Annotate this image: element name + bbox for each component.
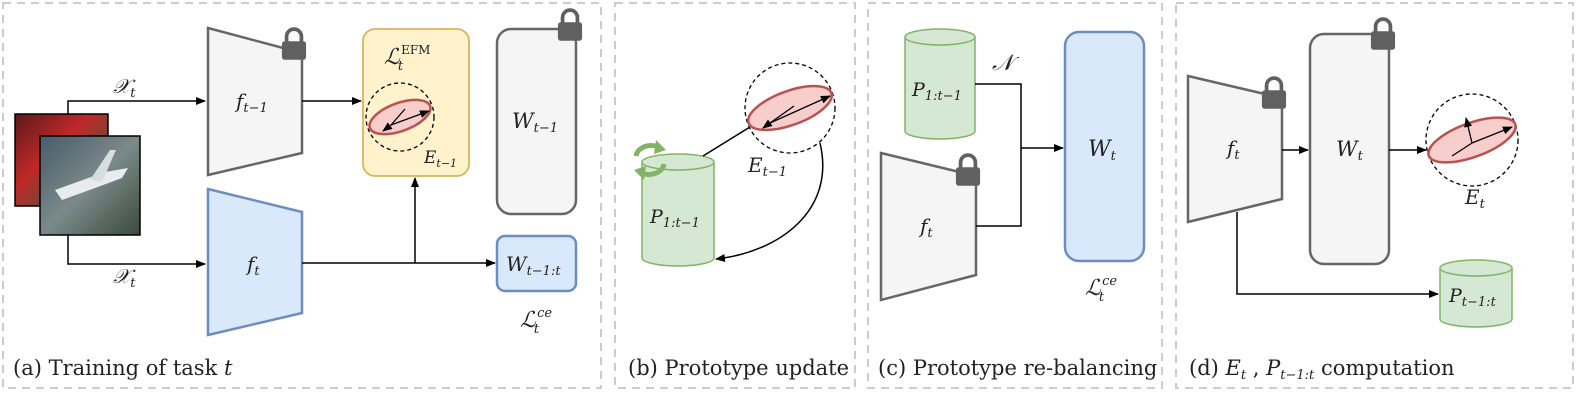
ellipse-axis-minor	[1464, 117, 1473, 144]
classifier-label: Wt	[1088, 137, 1117, 164]
ellipse-boundary	[365, 82, 435, 152]
prototype-ellipse-label: Et−1	[747, 153, 787, 180]
efm-loss-label: ℒtEFM	[384, 43, 430, 74]
ellipse-axis-minor-b	[1451, 142, 1473, 157]
lock-icon	[557, 8, 583, 42]
airplane-shape	[55, 168, 128, 200]
ellipse-axis-major	[1471, 126, 1513, 144]
ellipse-boundary	[1425, 93, 1519, 187]
noise-label: 𝒩	[992, 51, 1020, 76]
arrow-input-top	[67, 97, 206, 114]
lock-icon	[281, 27, 307, 61]
classifier-old	[495, 27, 578, 216]
efm-ellipse-label: Et−1	[423, 148, 457, 170]
prototype-store	[904, 37, 976, 140]
input-label-bottom: 𝒳t	[113, 264, 136, 291]
prototype-store	[641, 162, 715, 267]
lock-icon	[955, 153, 981, 187]
input-images	[14, 113, 141, 236]
panel-c-border	[867, 2, 1163, 389]
ce-loss-label: ℒtce	[520, 306, 552, 337]
encoder	[1186, 74, 1284, 224]
panel-d: ft Wt Et Pt−1:t (d) Et , Pt−1:t computat…	[1186, 17, 1519, 383]
connector-merge	[975, 83, 1022, 227]
encoder	[879, 151, 978, 302]
classifier-new-label: Wt−1:t	[506, 252, 561, 279]
refresh-icon-arrow-b	[634, 166, 646, 180]
arrow-encoder-to-prototype	[1236, 212, 1439, 298]
caption-d: (d) Et , Pt−1:t computation	[1189, 356, 1455, 383]
panel-borders	[2, 2, 1574, 389]
panel-b-border	[614, 2, 856, 389]
classifier	[1063, 30, 1146, 263]
prototype-store-top	[904, 28, 976, 46]
caption-b: (b) Prototype update	[628, 356, 849, 380]
prototype-label: P1:t−1	[649, 206, 700, 231]
classifier-new	[495, 234, 578, 293]
ellipse-boundary	[744, 62, 836, 154]
encoder-old	[206, 26, 304, 177]
classifier	[1308, 32, 1391, 266]
prototype-store	[1439, 268, 1513, 328]
caption-c: (c) Prototype re-balancing	[878, 356, 1157, 380]
connector-prototype-ellipse	[702, 126, 751, 157]
panel-c: P1:t−1 𝒩 ft Wt ℒtce (c) Prototype re-bal…	[878, 28, 1157, 380]
airplane-wing	[90, 150, 116, 182]
lock-icon	[1261, 76, 1287, 110]
classifier-label: Wt	[1336, 137, 1364, 164]
classifier-old-label: Wt−1	[512, 109, 558, 136]
ellipse-axis-minor-b	[769, 105, 795, 124]
ellipse-axis-minor-b	[390, 108, 406, 126]
prototype-store-top	[641, 153, 715, 171]
arrow-input-bottom	[67, 235, 206, 268]
panel-a: 𝒳t 𝒳t ft−1 ft ℒtEFM Et−1 Wt−1 Wt−1:t ℒtc…	[13, 8, 583, 380]
caption-a: (a) Training of task t	[13, 356, 233, 380]
lock-icon	[1370, 17, 1396, 51]
input-label-top: 𝒳t	[113, 74, 136, 101]
covariance-ellipse	[746, 84, 834, 132]
encoder-new	[206, 187, 304, 337]
ellipse-axis-minor-a	[762, 119, 773, 129]
panel-a-border	[2, 2, 602, 389]
ellipse-label: Et	[1464, 185, 1486, 212]
ce-loss-label: ℒtce	[1085, 274, 1117, 305]
ellipse-axis-major	[390, 110, 430, 126]
arrow-ellipse-to-prototype	[715, 142, 824, 262]
prototype-label: Pt−1:t	[1448, 285, 1497, 310]
ellipse-axis-major	[769, 95, 831, 124]
refresh-icon-arrow-a	[654, 140, 666, 154]
prototype-store-top	[1439, 259, 1513, 277]
ellipse-axis-minor-a	[382, 122, 393, 132]
covariance-ellipse	[1427, 116, 1517, 164]
prototype-label: P1:t−1	[911, 79, 962, 104]
panel-d-border	[1175, 2, 1574, 389]
panel-b: P1:t−1 Et−1 (b) Prototype update	[628, 62, 849, 380]
